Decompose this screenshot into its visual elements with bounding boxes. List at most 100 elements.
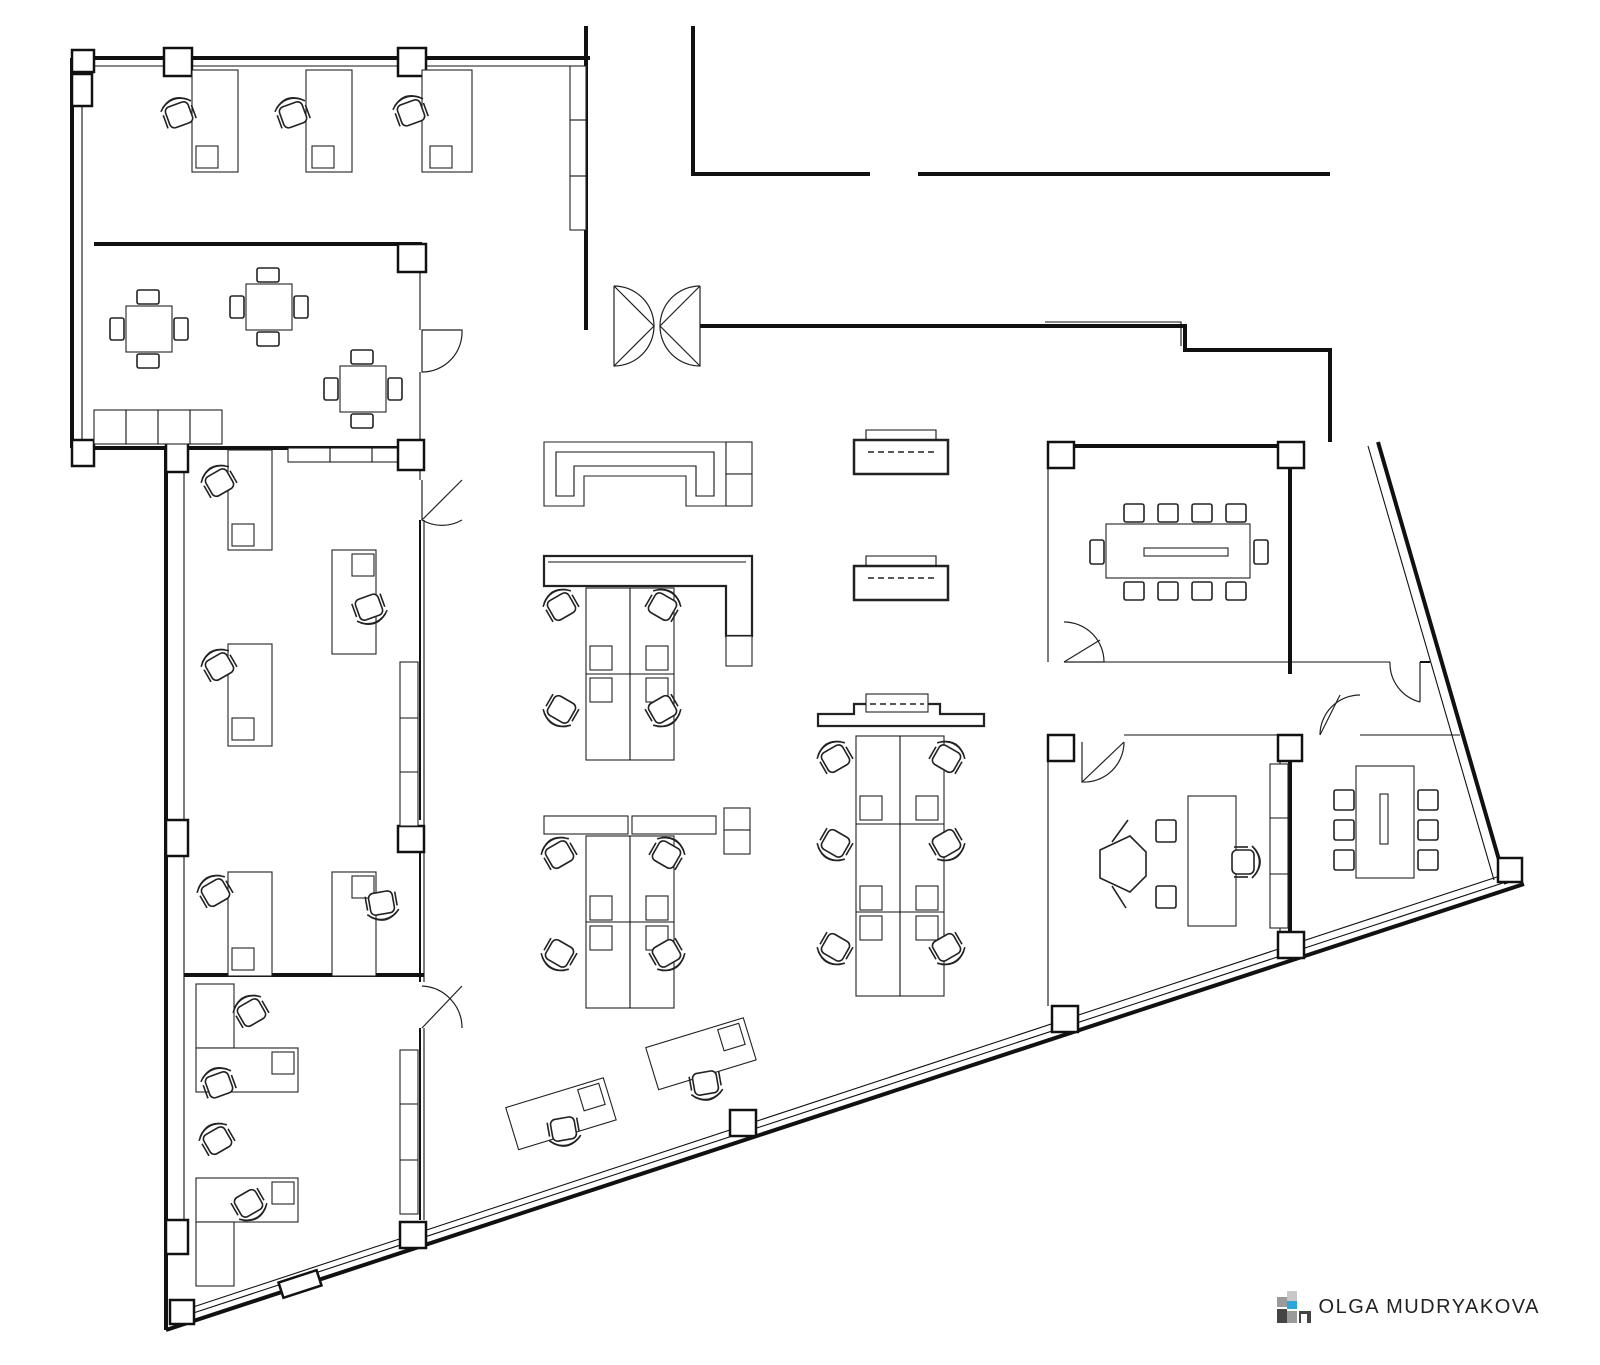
side-chair — [1123, 503, 1145, 523]
reception-counter — [816, 702, 986, 728]
side-chair — [1123, 581, 1145, 601]
column — [1046, 733, 1076, 763]
column — [164, 438, 190, 474]
executive-chair-arm — [1111, 819, 1129, 909]
structural-columns — [70, 46, 1524, 1326]
side-chair — [136, 289, 160, 305]
column — [728, 1108, 758, 1138]
square-table — [339, 365, 387, 413]
side-chair — [1417, 819, 1439, 841]
side-chair — [1333, 789, 1355, 811]
side-chair — [1417, 789, 1439, 811]
house-blocks-logo-icon — [1276, 1291, 1311, 1323]
column — [70, 438, 96, 468]
monitor — [589, 925, 613, 951]
office-chair — [648, 937, 686, 972]
chairs — [109, 95, 1439, 1222]
door-swing — [1081, 741, 1125, 783]
author-credit: OLGA MUDRYAKOVA — [1275, 1287, 1540, 1327]
interior-partitions — [72, 242, 1460, 1220]
column — [70, 72, 94, 108]
side-chair — [256, 331, 280, 347]
monitor — [351, 553, 375, 577]
executive-lounge-chair — [1099, 835, 1147, 893]
office-chair — [364, 890, 400, 921]
side-chair — [229, 295, 245, 319]
office-chair — [392, 95, 429, 127]
sofa — [852, 438, 950, 476]
side-table — [723, 807, 751, 831]
monitor — [589, 645, 613, 671]
office-chair — [540, 836, 578, 871]
column — [164, 1218, 190, 1256]
monitor — [231, 947, 255, 971]
column — [162, 46, 194, 78]
side-chair — [387, 377, 403, 401]
office-chair — [160, 97, 197, 129]
credenza — [631, 815, 717, 835]
monitor — [231, 717, 255, 741]
office-chair — [928, 931, 966, 966]
square-table — [245, 283, 293, 331]
office-chair — [198, 1122, 236, 1157]
office-chair — [644, 693, 682, 728]
column — [1276, 733, 1304, 763]
office-chair — [644, 588, 682, 623]
side-table — [725, 441, 753, 475]
column — [1046, 440, 1076, 470]
door-swing — [613, 285, 655, 367]
monitor — [915, 915, 939, 941]
monitor — [429, 145, 453, 169]
side-chair — [1333, 819, 1355, 841]
monitor — [915, 885, 939, 911]
office-chair — [274, 97, 311, 129]
side-table — [725, 635, 753, 667]
side-chair — [1157, 581, 1179, 601]
column — [396, 824, 426, 854]
door-swing — [1063, 621, 1105, 663]
exterior-walls — [70, 26, 1525, 1332]
monitor — [577, 1082, 606, 1112]
column — [276, 1268, 324, 1300]
monitor — [271, 1051, 295, 1075]
office-chair — [546, 1116, 582, 1147]
office-chair — [928, 740, 966, 775]
office-chair — [816, 740, 854, 775]
side-chair — [256, 267, 280, 283]
monitor — [231, 523, 255, 547]
side-chair — [109, 317, 125, 341]
side-chair — [1191, 581, 1213, 601]
credenza — [543, 815, 629, 835]
monitor — [859, 795, 883, 821]
monitor — [589, 895, 613, 921]
author-name: OLGA MUDRYAKOVA — [1318, 1295, 1540, 1318]
monitor — [717, 1022, 746, 1052]
side-chair — [323, 377, 339, 401]
office-chair — [351, 593, 388, 625]
column — [1276, 440, 1306, 470]
cabinet — [399, 661, 419, 827]
column — [1050, 1004, 1080, 1034]
column — [396, 242, 428, 274]
column — [398, 1220, 428, 1250]
column — [164, 818, 190, 858]
desk — [195, 1221, 235, 1287]
side-chair — [350, 413, 374, 429]
office-chair — [200, 464, 238, 499]
side-table — [725, 473, 753, 507]
office-chair — [1231, 845, 1261, 879]
office-chair — [232, 994, 270, 1029]
side-chair — [1225, 581, 1247, 601]
desk — [195, 983, 235, 1049]
monitor — [271, 1181, 295, 1205]
side-chair — [293, 295, 309, 319]
door-swing — [659, 285, 701, 367]
monitor — [859, 915, 883, 941]
side-chair — [136, 353, 160, 369]
side-chair — [1333, 849, 1355, 871]
office-chair — [688, 1070, 724, 1101]
cabinet — [399, 1049, 419, 1215]
monitor — [589, 677, 613, 703]
office-chair — [928, 827, 966, 862]
